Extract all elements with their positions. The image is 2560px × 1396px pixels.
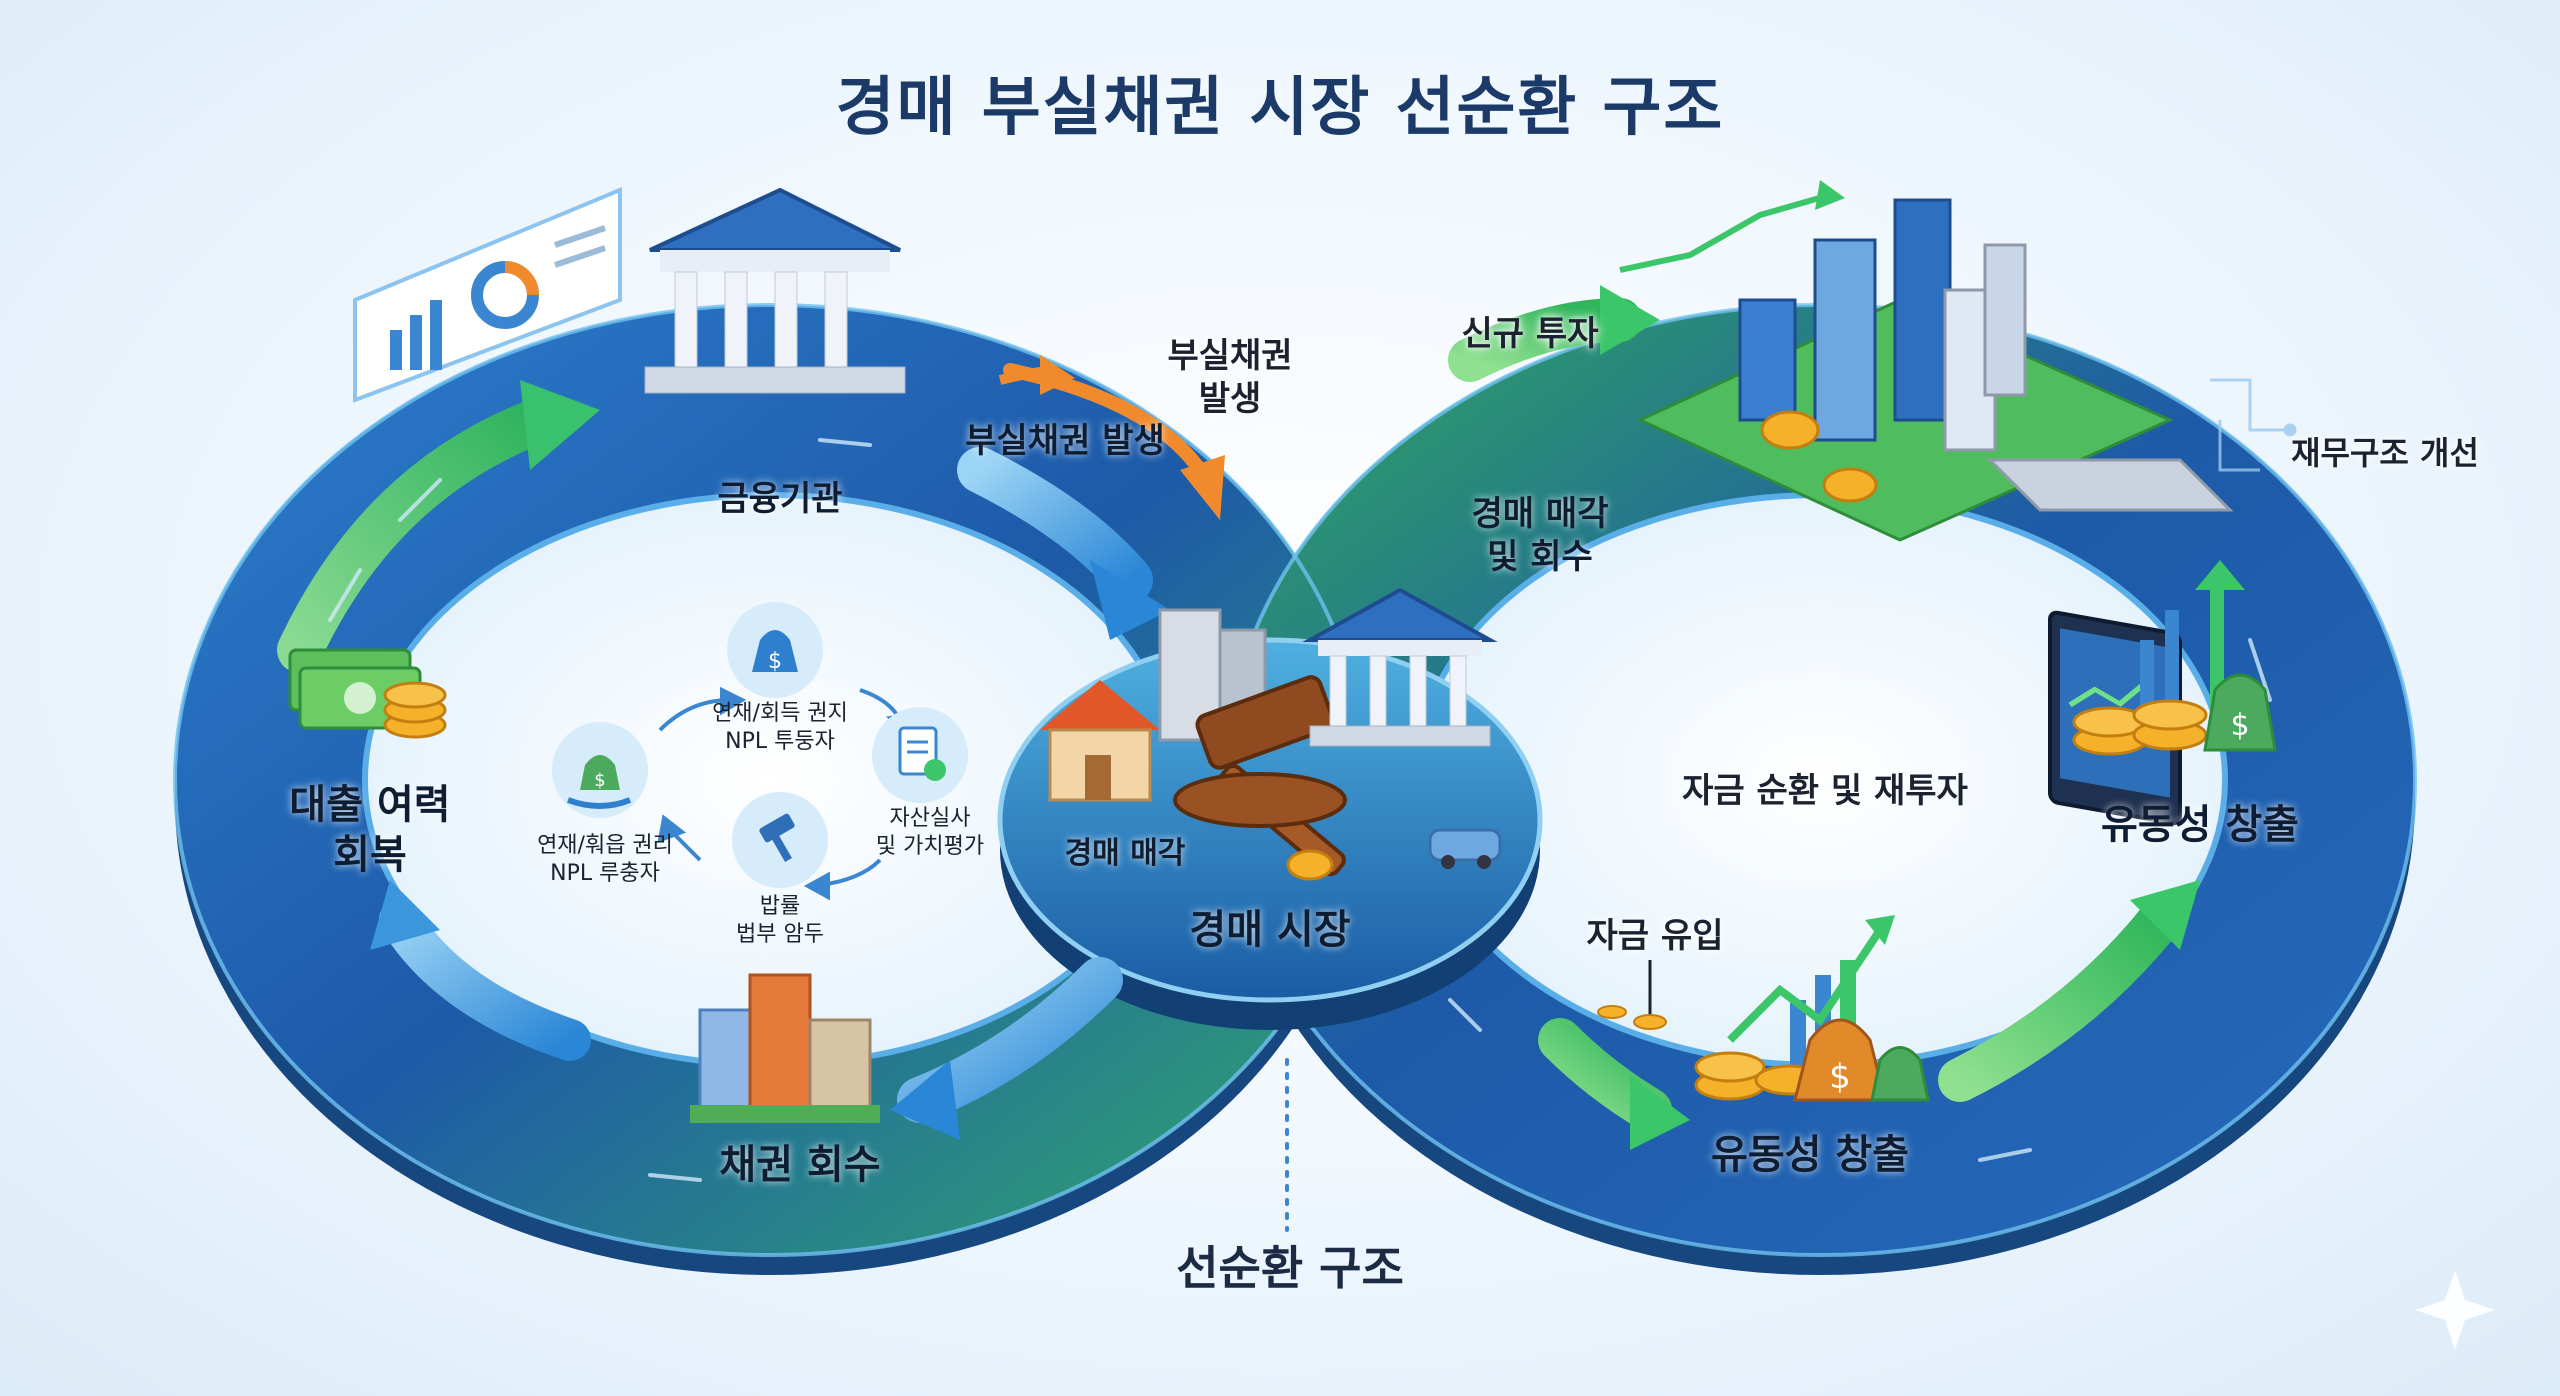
svg-text:$: $ xyxy=(594,770,605,791)
label-new-investment: 신규 투자 xyxy=(1430,313,1630,356)
label-inner-right: 자산실사 및 가치평가 xyxy=(860,805,1000,860)
svg-text:$: $ xyxy=(768,649,782,674)
footer-label: 선순환 구조 xyxy=(1130,1240,1450,1298)
label-restructure: 재무구조 개선 xyxy=(2255,433,2515,473)
svg-text:$: $ xyxy=(2230,708,2249,743)
label-loan-recovery: 대출 여력 회복 xyxy=(270,780,470,880)
label-npl-occurrence-top: 부실채권 발생 xyxy=(1130,335,1330,420)
label-fund-cycle: 자금 순환 및 재투자 xyxy=(1650,770,2000,813)
label-sale-recovery: 경매 매각 및 회수 xyxy=(1440,493,1640,578)
label-auction-market: 경매 시장 xyxy=(1150,905,1390,955)
page-title: 경매 부실채권 시장 선순환 구조 xyxy=(0,68,2560,148)
label-fund-inflow: 자금 유입 xyxy=(1570,915,1740,958)
label-inner-left: 연재/훠읍 권리 NPL 루충자 xyxy=(520,832,690,887)
label-liquidity-right: 유동성 창출 xyxy=(2070,800,2330,850)
label-liquidity-bottom: 유동성 창출 xyxy=(1680,1130,1940,1180)
label-npl-occurrence: 부실채권 발생 xyxy=(940,420,1190,463)
label-inner-bottom: 밥률 법부 암두 xyxy=(710,893,850,948)
label-bond-recovery: 채권 회수 xyxy=(690,1140,910,1190)
label-auction-sale: 경매 매각 xyxy=(1035,835,1215,873)
label-inner-top: 연재/회득 권지 NPL 투둥자 xyxy=(690,700,870,755)
svg-text:$: $ xyxy=(1829,1057,1851,1097)
sparkle-icon xyxy=(2415,1270,2495,1350)
label-financial-institution: 금융기관 xyxy=(680,478,880,521)
